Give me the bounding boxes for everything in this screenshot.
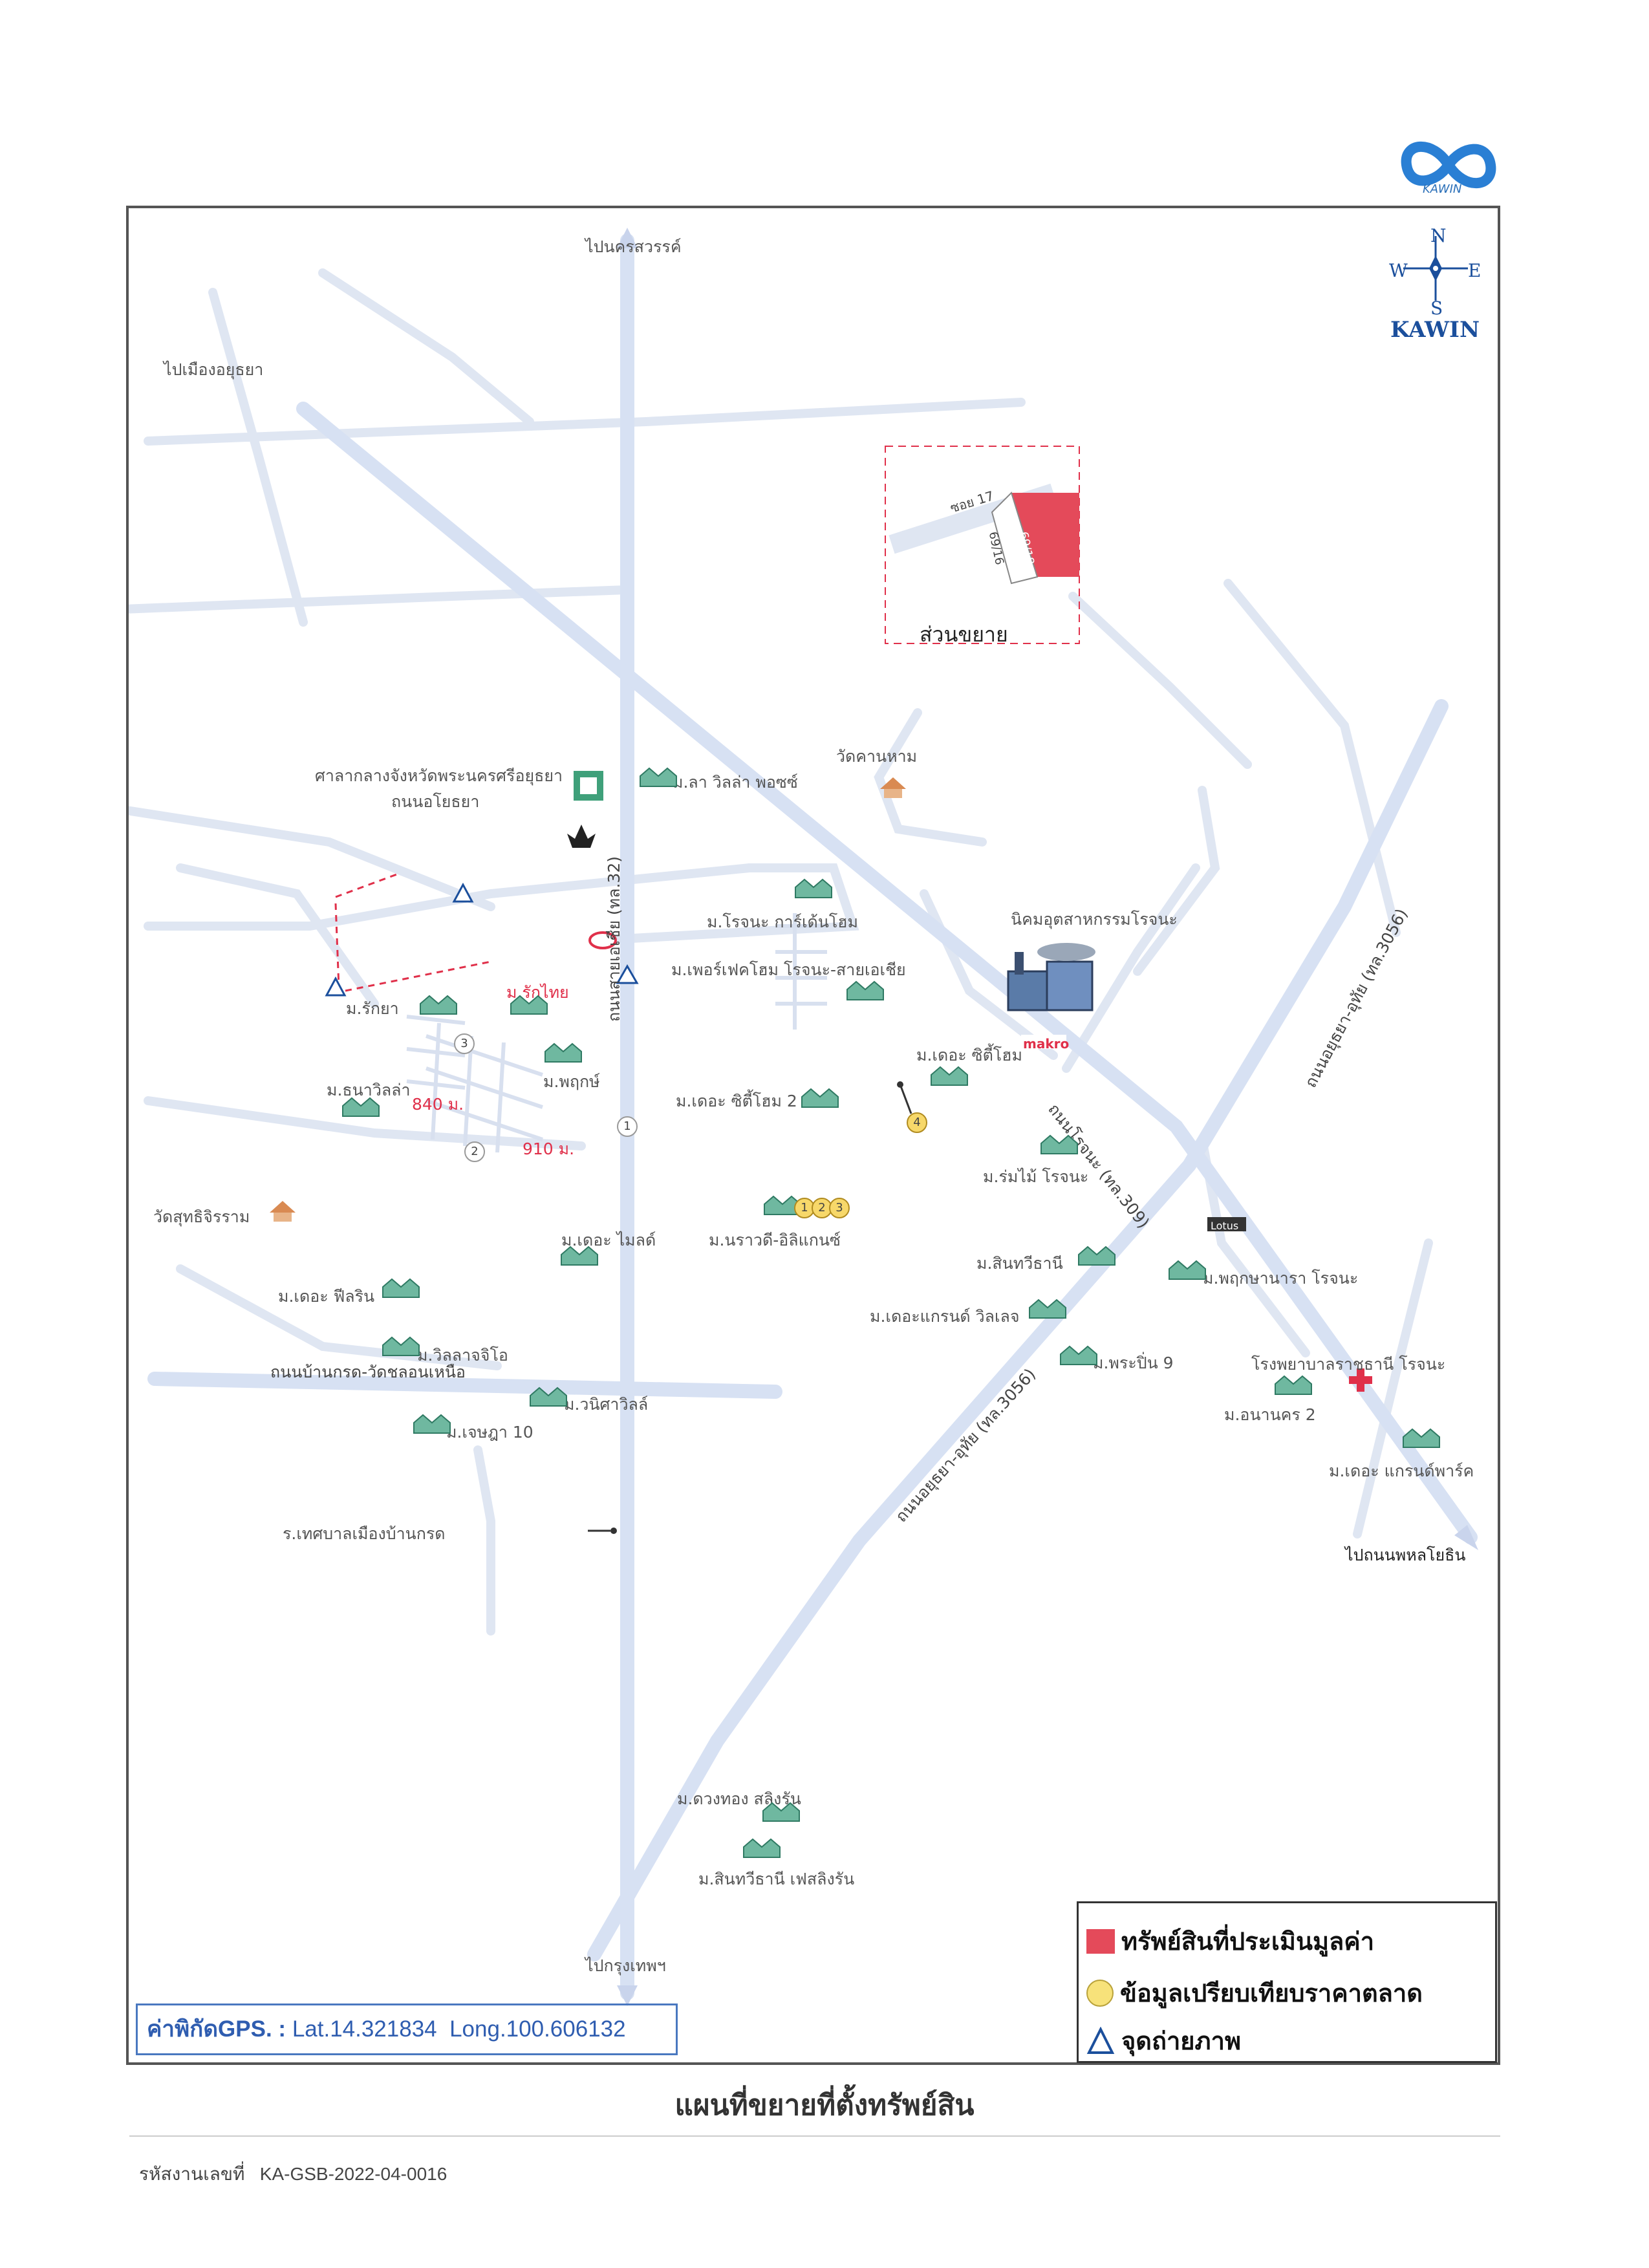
toyota-icon [588,931,617,949]
comparable-point-2: 2 [812,1198,832,1218]
village-label: ม.รักยา [346,999,399,1018]
comparable-swatch-icon [1086,1979,1114,2007]
to-nakhon-sawan-label: ไปนครสวรรค์ [585,237,682,256]
comparable-point-4: 4 [907,1112,927,1133]
photo-point-swatch-icon [1086,2026,1115,2054]
legend-subject: ทรัพย์สินที่ประเมินมูลค่า [1086,1921,1374,1961]
legend-comparable-label: ข้อมูลเปรียบเทียบราคาตลาด [1120,1979,1423,2007]
road-ayutthaya-label: ถนนอโยธยา [391,792,480,811]
factory-icon [1007,943,1095,1011]
wat-khan-ham-label: วัดคานหาม [836,747,918,766]
compass-west: W [1389,260,1408,281]
legend-subject-label: ทรัพย์สินที่ประเมินมูลค่า [1121,1927,1375,1956]
compass-east: E [1468,260,1482,281]
village-label: ม.เพอร์เฟคโฮม โรจนะ-สายเอเชีย [671,960,906,979]
village-label: ม.นราวดี-อิลิแกนซ์ [709,1231,841,1249]
makro-label: makro [1023,1036,1070,1052]
doc-code-value: KA-GSB-2022-04-0016 [259,2164,447,2184]
kawin-logo-icon [1401,141,1496,189]
comparable-point-1: 1 [794,1198,815,1218]
distance-label: 840 ม. [412,1095,464,1114]
village-label: ม.พฤกษานารา โรจนะ [1203,1269,1359,1288]
photo-point-2: 2 [464,1141,485,1162]
village-label: ม.พระปิ่น 9 [1093,1354,1174,1372]
village-label: ม.เดอะ ไมลด์ [561,1231,656,1249]
village-label: ม.สินทวีธานี เฟสลิงรัน [698,1870,855,1888]
photo-point-icons [325,882,639,997]
village-label: ม.พฤกษ์ [543,1072,600,1091]
to-bangkok-label: ไปกรุงเทพฯ [585,1956,666,1975]
legend-photo-label: จุดถ่ายภาพ [1121,2027,1241,2055]
municipality-label: ร.เทศบาลเมืองบ้านกรด [283,1524,446,1543]
village-label: ม.เดอะ ฟีลริน [278,1287,375,1306]
gps-lat: Lat.14.321834 [292,2016,437,2042]
comparable-point-3: 3 [829,1198,850,1218]
logo-subtext: KAWIN [1423,182,1462,196]
map-canvas [129,228,1478,2006]
doc-code-label: รหัสงานเลขที่ [139,2164,245,2184]
map-frame [126,206,1500,2065]
photo-point-1: 1 [617,1116,638,1137]
city-hall-label: ศาลากลางจังหวัดพระนครศรีอยุธยา [315,766,563,785]
village-label: ม.เจษฎา 10 [446,1423,534,1442]
gps-coordinates-box: ค่าพิกัดGPS. : Lat.14.321834 Long.100.60… [136,2003,678,2055]
distance-label: 910 ม. [523,1139,575,1158]
wat-suthi-label: วัดสุทธิจิรราม [153,1207,250,1226]
inset-label: ส่วนขยาย [920,622,1008,647]
village-label: ม.อนานคร 2 [1224,1405,1316,1424]
legend-comparable: ข้อมูลเปรียบเทียบราคาตลาด [1086,1973,1423,2013]
village-label: ม.วนิศาวิลล์ [564,1395,649,1414]
village-label: ม.ดวงทอง สลิงรัน [677,1789,801,1808]
footer-divider [129,2135,1500,2137]
document-code: รหัสงานเลขที่ KA-GSB-2022-04-0016 [139,2160,447,2188]
gps-label: ค่าพิกัดGPS. : [147,2016,286,2042]
village-label: ม.วิลลาจจิโอ [417,1346,508,1365]
photo-point-3: 3 [454,1033,475,1054]
road-bankrot-label: ถนนบ้านกรด-วัดชลอนเหนือ [270,1363,466,1381]
compass-brand: KAWIN [1390,317,1480,343]
village-label: ม.เดอะ ซิตี้โฮม [916,1046,1022,1064]
village-label: ม.ธนาวิลล่า [327,1081,411,1099]
city-hall-emblem-icon [567,825,596,848]
to-ayutthaya-label: ไปเมืองอยุธยา [164,360,264,379]
village-label: ม.โรจนะ การ์เด้นโฮม [707,913,859,931]
village-label: ม.สินทวีธานี [976,1254,1063,1273]
compass-rose-icon [1403,236,1468,301]
map-legend: ทรัพย์สินที่ประเมินมูลค่า ข้อมูลเปรียบเท… [1077,1901,1497,2063]
compass-north: N [1430,225,1447,246]
hospital-label: โรงพยาบาลราชธานี โรจนะ [1251,1355,1446,1374]
village-label: ม.ร่มไม้ โรจนะ [983,1167,1089,1186]
subject-swatch-icon [1086,1928,1115,1954]
temple-icon [880,777,906,798]
green-building-icon [574,771,603,801]
compass-south: S [1430,297,1443,319]
village-label: ม.เดอะ ซิตี้โฮม 2 [676,1092,797,1110]
lotus-label: Lotus [1211,1220,1239,1232]
rojana-industrial-label: นิคมอุตสาหกรรมโรจนะ [1011,910,1178,929]
temple-icon [270,1201,296,1222]
hospital-icon [1349,1368,1372,1392]
gps-long: Long.100.606132 [449,2016,626,2042]
legend-photo: จุดถ่ายภาพ [1086,2021,1241,2060]
village-label: ม.เดอะ แกรนด์พาร์ค [1329,1462,1474,1480]
map-caption: แผนที่ขยายที่ตั้งทรัพย์สิน [674,2089,975,2122]
inset-map [885,446,1080,644]
village-label: ม.เดอะแกรนด์ วิลเลจ [870,1307,1020,1326]
village-label: ม.ลา วิลล่า พอซซ์ [673,773,798,792]
to-phahonyothin-label: ไปถนนพหลโยธิน [1345,1546,1466,1564]
